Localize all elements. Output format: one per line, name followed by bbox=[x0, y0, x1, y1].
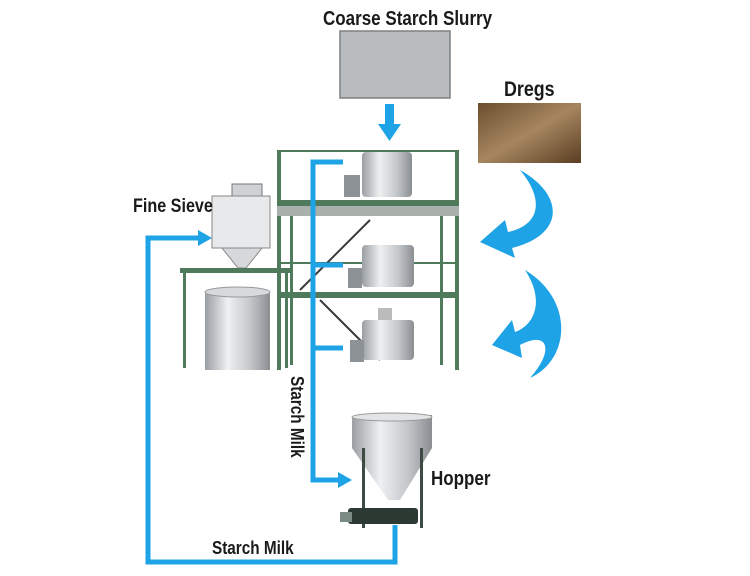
dregs-label: Dregs bbox=[504, 78, 555, 101]
hopper-label: Hopper bbox=[431, 468, 491, 490]
starch-milk-bottom-label: Starch Milk bbox=[212, 538, 294, 558]
curved-arrow-icon bbox=[480, 170, 562, 378]
down-arrow-icon bbox=[378, 104, 401, 141]
starch-milk-flow-line bbox=[145, 159, 398, 565]
starch-milk-vertical-label: Starch Milk bbox=[287, 376, 307, 458]
arrow-right-icon bbox=[198, 230, 212, 246]
arrow-right-icon bbox=[338, 472, 352, 488]
fine-sieve-label: Fine Sieve bbox=[133, 196, 213, 217]
fine-sieve-machine bbox=[180, 183, 292, 370]
coarse-starch-slurry-label: Coarse Starch Slurry bbox=[323, 8, 493, 30]
hopper-machine bbox=[340, 412, 433, 528]
coarse-slurry-image bbox=[339, 30, 451, 99]
sieve-vessels bbox=[344, 152, 414, 362]
dregs-image bbox=[478, 103, 581, 163]
